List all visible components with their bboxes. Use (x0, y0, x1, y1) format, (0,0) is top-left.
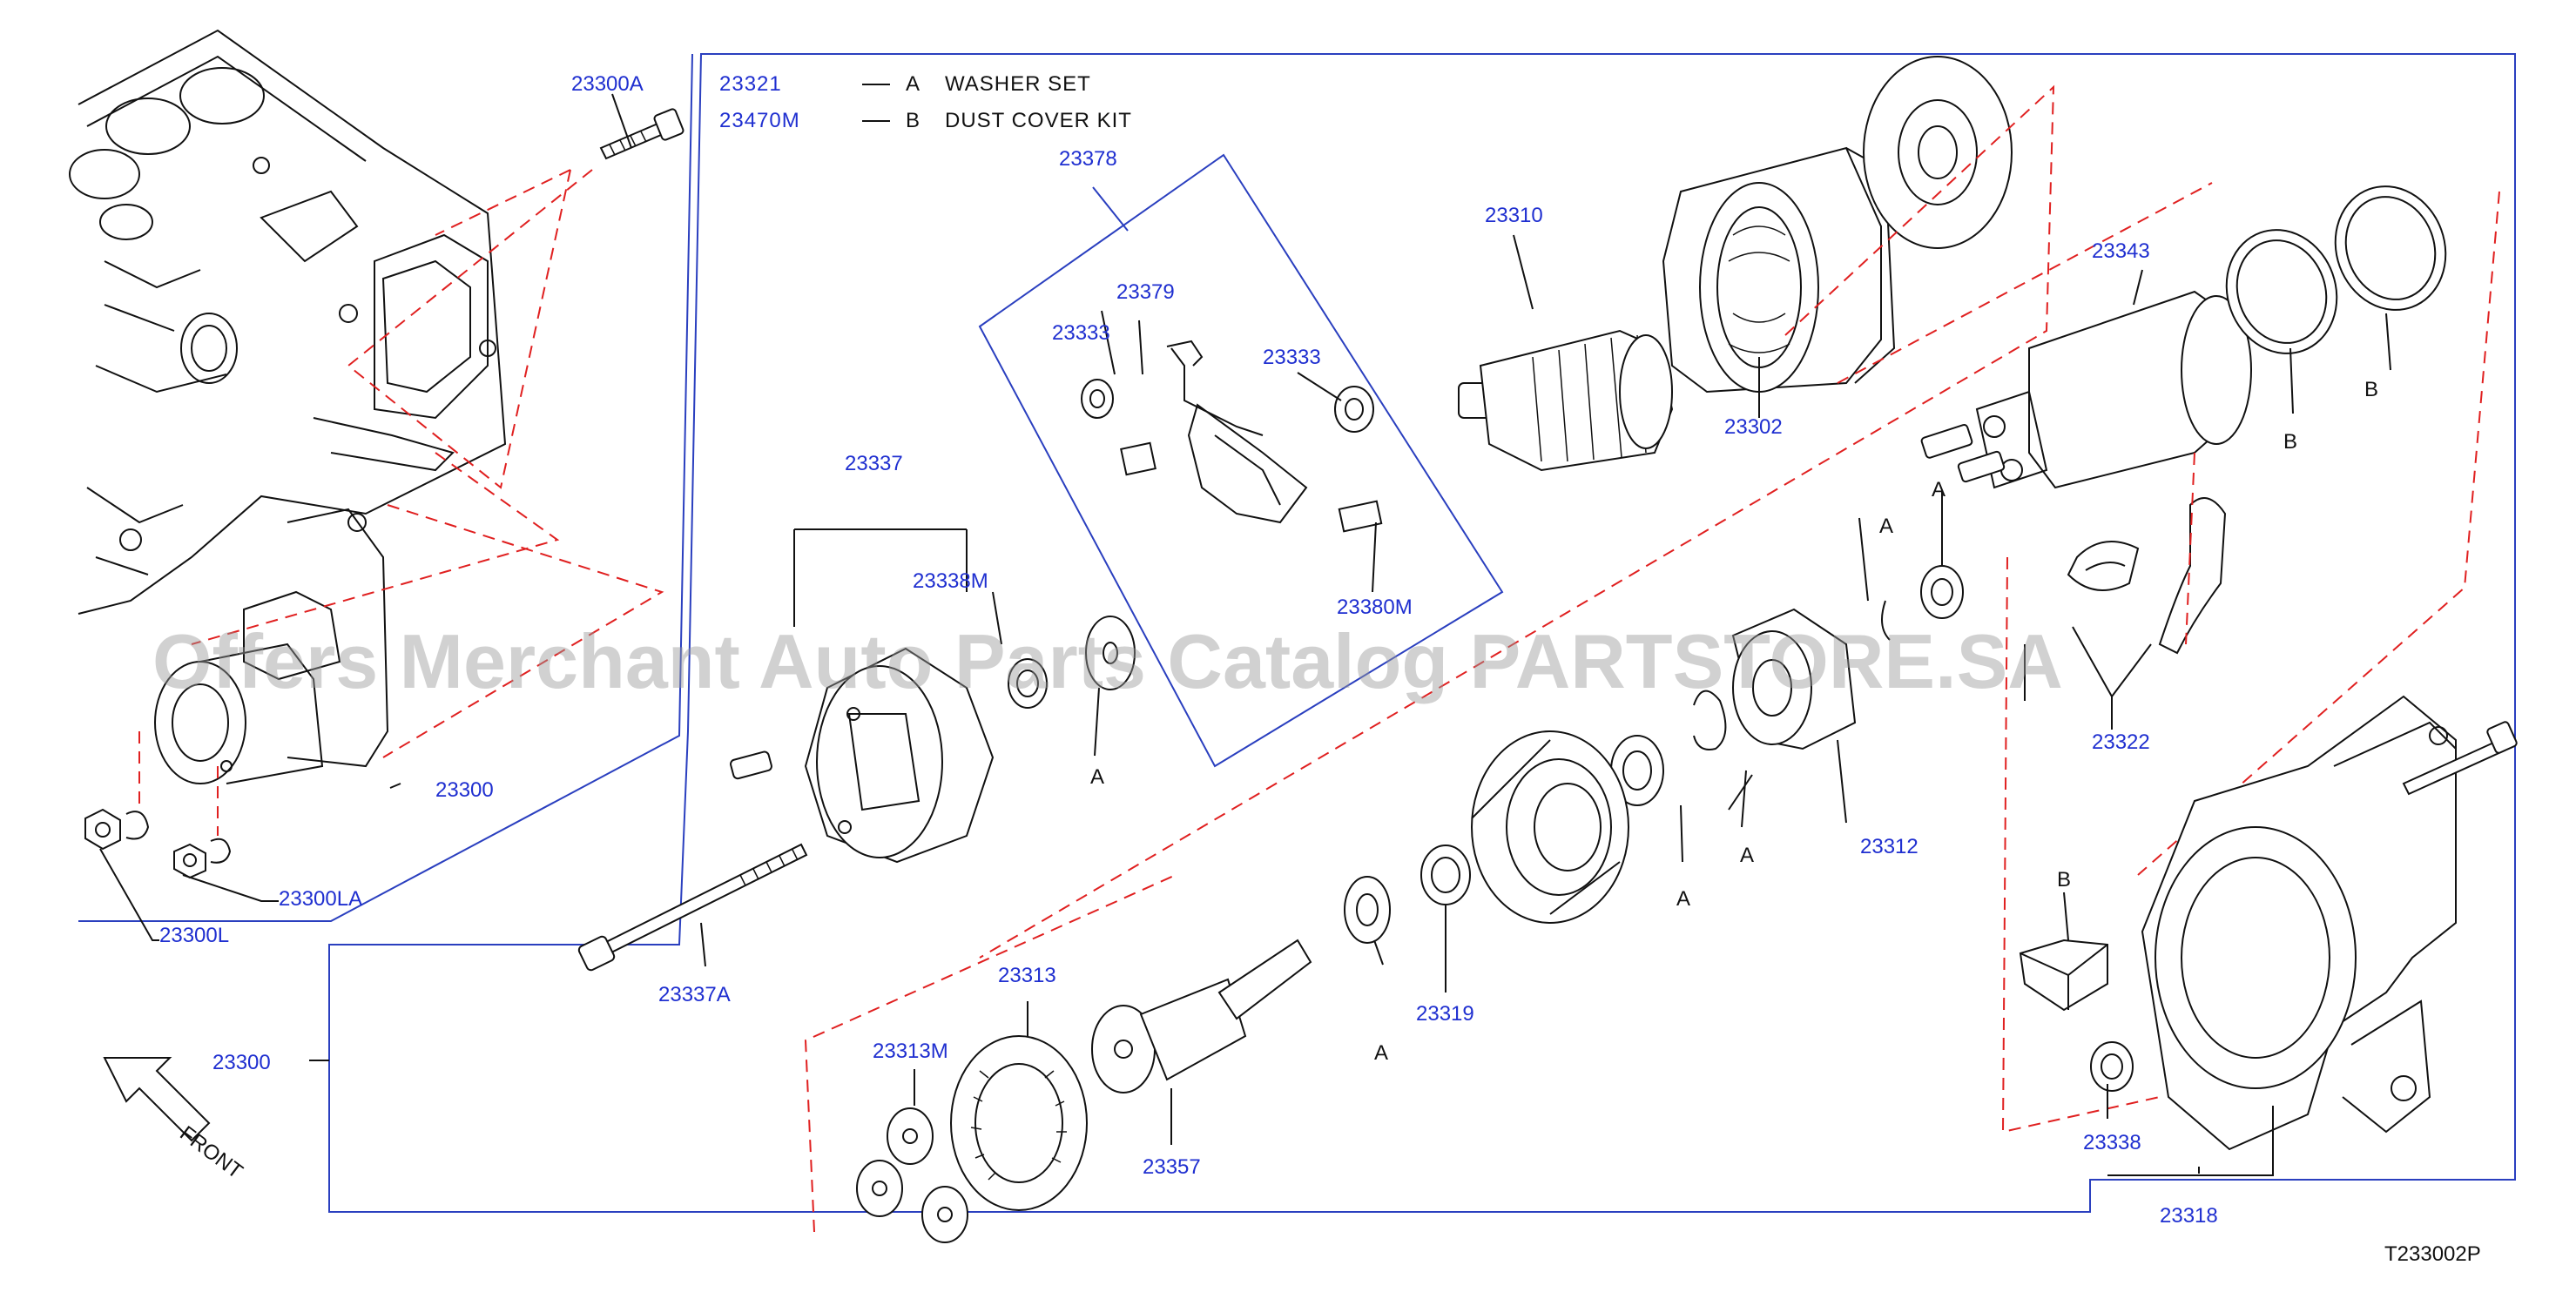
part-23337a[interactable]: 23337A (658, 983, 731, 1006)
engine-frame-line (78, 53, 693, 922)
nut-23300l (84, 808, 232, 879)
front-housing-23318 (2141, 695, 2457, 1151)
part-23379[interactable]: 23379 (1116, 280, 1175, 304)
part-23318[interactable]: 23318 (2160, 1204, 2218, 1228)
part-23312[interactable]: 23312 (1860, 835, 1919, 858)
bolt-housing (2402, 721, 2518, 796)
part-23333-a[interactable]: 23333 (1052, 321, 1110, 345)
clutch-23312 (1731, 608, 1857, 750)
bolt-23300a (599, 108, 684, 160)
pinion-shaft-23357 (1091, 939, 1312, 1093)
legend-text-washer-set: WASHER SET (945, 72, 1091, 96)
planet-gears-23313m (856, 1107, 968, 1243)
planet-ring-gear-23313 (950, 1035, 1088, 1211)
bushing-23338 (2090, 1041, 2134, 1092)
legend: 23321 A WASHER SET 23470M B DUST COVER K… (719, 72, 1132, 132)
solenoid-23343 (1920, 290, 2252, 489)
bushing-23338m (1008, 658, 1048, 709)
marker-a-c-clip: A (1879, 515, 1893, 538)
part-23313m[interactable]: 23313M (873, 1040, 948, 1063)
legend-key-b: B (906, 109, 920, 132)
washer-a-shaft (1344, 876, 1391, 944)
alignment-line-armature (979, 84, 2213, 959)
washer-a-rear (1085, 616, 1136, 690)
alignment-line-solenoid (2137, 191, 2500, 876)
part-23300-main[interactable]: 23300 (212, 1051, 271, 1074)
part-23380m[interactable]: 23380M (1337, 596, 1413, 619)
washer-23333-b (1334, 386, 1374, 433)
alignment-line-nuts (138, 731, 219, 836)
snap-ring-a (1693, 690, 1727, 750)
marker-a-clutch-washer: A (1676, 887, 1690, 911)
alignment-line-starter (191, 452, 664, 758)
seal-ring-b-2 (2334, 185, 2447, 311)
marker-a-snap-ring: A (1740, 844, 1754, 867)
alignment-line-bolt (347, 169, 593, 489)
internal-gear-23313 (1471, 730, 1629, 924)
legend-code-dust-cover: 23470M (719, 109, 800, 132)
c-clip-a (1881, 600, 1891, 641)
part-23310[interactable]: 23310 (1485, 204, 1543, 227)
part-23322[interactable]: 23322 (2092, 730, 2150, 754)
seal-ring-b-1 (2225, 229, 2338, 354)
stop-ring-a (1920, 565, 1964, 619)
brush-holder-23379 (1120, 340, 1383, 533)
part-23333-b[interactable]: 23333 (1263, 346, 1321, 369)
part-23300[interactable]: 23300 (435, 778, 494, 802)
screw-rear (730, 750, 772, 780)
legend-key-a: A (906, 72, 920, 96)
washer-a-clutch (1610, 735, 1664, 806)
part-23338[interactable]: 23338 (2083, 1131, 2141, 1154)
front-label: FRONT (175, 1121, 247, 1184)
marker-a-rear-washer: A (1090, 765, 1104, 789)
diagram-id: T233002P (2384, 1242, 2481, 1266)
end-plate-disc (1863, 56, 2013, 249)
part-23338m[interactable]: 23338M (913, 569, 988, 593)
part-23337[interactable]: 23337 (845, 452, 903, 475)
part-23300a[interactable]: 23300A (571, 72, 644, 96)
legend-text-dust-cover: DUST COVER KIT (945, 109, 1132, 132)
brush-holder-leader (1092, 186, 1129, 232)
part-23313[interactable]: 23313 (998, 964, 1056, 987)
part-23319[interactable]: 23319 (1416, 1002, 1474, 1026)
marker-b-seal-2: B (2364, 378, 2378, 401)
watermark: Offers Merchant Auto Parts Catalog PARTS… (152, 618, 2063, 704)
through-bolt-23337a (577, 843, 808, 972)
part-23300l[interactable]: 23300L (159, 924, 229, 947)
starter-assembly-small (154, 508, 389, 784)
brush-holder-box (978, 153, 1504, 768)
washer-23333-a (1081, 379, 1114, 419)
marker-a-shaft-washer: A (1374, 1041, 1388, 1065)
yoke-23302 (1662, 146, 1896, 394)
part-23300la[interactable]: 23300LA (279, 887, 362, 911)
marker-b-seal-1: B (2283, 430, 2297, 454)
engine-block-drawing (69, 29, 507, 615)
assembly-frame (328, 53, 2516, 1213)
part-23343[interactable]: 23343 (2092, 239, 2150, 263)
part-23378[interactable]: 23378 (1059, 147, 1117, 171)
marker-b-dust-cover: B (2057, 868, 2071, 892)
rear-cover-23337 (804, 647, 995, 864)
armature-23310 (1458, 297, 1704, 472)
front-arrow-icon (103, 1057, 211, 1142)
part-23357[interactable]: 23357 (1143, 1155, 1201, 1179)
callout-leaders (99, 93, 2391, 1176)
dust-cover-b (2019, 939, 2108, 1012)
marker-a-stop-ring: A (1932, 478, 1945, 501)
legend-code-washer-set: 23321 (719, 72, 782, 96)
part-23302[interactable]: 23302 (1724, 415, 1783, 439)
lever-23322 (2067, 497, 2227, 655)
bearing-23319 (1420, 845, 1471, 905)
